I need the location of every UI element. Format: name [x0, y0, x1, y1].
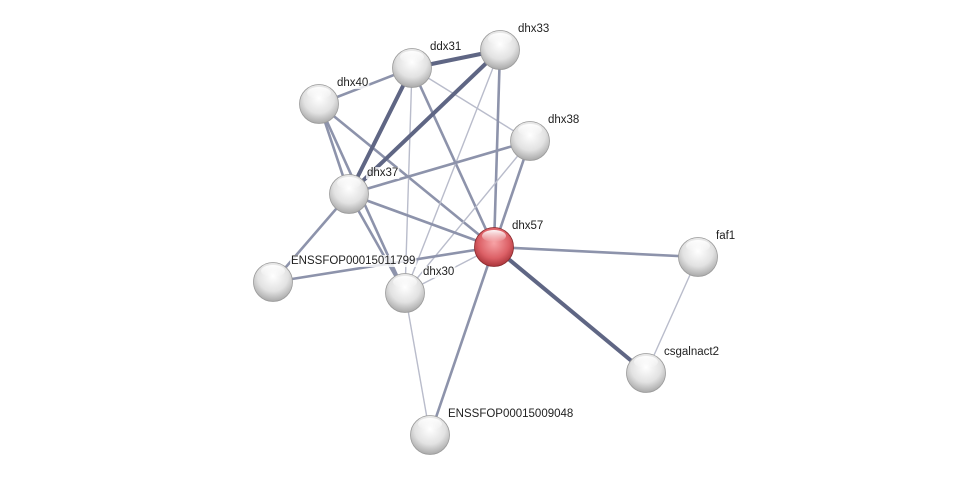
edge-dhx30-ENSSFOP00015009048[interactable]: [404, 292, 431, 436]
node-label: dhx57: [512, 220, 543, 232]
node-highlight: [482, 230, 506, 242]
node-label: dhx38: [548, 114, 579, 126]
node-label-background: [715, 230, 737, 242]
node-highlight: [261, 265, 285, 277]
node-label: ENSSFOP00015011799: [291, 255, 415, 267]
node-label: dhx30: [423, 266, 454, 278]
edge-ddx31-dhx38[interactable]: [411, 67, 531, 142]
node-dhx30[interactable]: dhx30: [385, 266, 456, 313]
node-label: ddx31: [430, 41, 461, 53]
edge-dhx57-ENSSFOP00015009048[interactable]: [428, 246, 496, 436]
node-ENSSFOP00015011799[interactable]: ENSSFOP00015011799: [253, 255, 417, 302]
node-label-background: [447, 408, 575, 420]
node-label-background: [290, 255, 417, 267]
edge-faf1-csgalnact2[interactable]: [645, 256, 699, 374]
node-label-background: [547, 114, 581, 126]
node-label: dhx37: [367, 167, 398, 179]
node-label-background: [511, 220, 545, 232]
node-label-background: [517, 23, 551, 35]
node-dhx57[interactable]: dhx57: [474, 220, 545, 267]
node-label-background: [336, 77, 370, 89]
node-highlight: [400, 51, 424, 63]
node-label: dhx40: [337, 77, 368, 89]
node-faf1[interactable]: faf1: [678, 230, 737, 277]
edge-dhx38-dhx37[interactable]: [348, 139, 531, 196]
edge-dhx33-dhx30[interactable]: [404, 49, 501, 294]
node-label: ENSSFOP00015009048: [448, 408, 573, 420]
node-ddx31[interactable]: ddx31: [392, 41, 463, 88]
node-label: faf1: [716, 230, 735, 242]
node-label-background: [429, 41, 463, 53]
node-highlight: [337, 177, 361, 189]
node-dhx40[interactable]: dhx40: [299, 77, 370, 124]
node-highlight: [418, 418, 442, 430]
edge-dhx33-dhx57[interactable]: [492, 49, 502, 248]
node-label: csgalnact2: [664, 346, 719, 358]
node-highlight: [634, 356, 658, 368]
node-highlight: [307, 87, 331, 99]
node-label: dhx33: [518, 23, 549, 35]
edge-dhx37-dhx57[interactable]: [348, 192, 495, 249]
node-highlight: [518, 124, 542, 136]
node-dhx37[interactable]: dhx37: [329, 167, 400, 214]
node-dhx33[interactable]: dhx33: [480, 23, 551, 70]
node-label-background: [422, 266, 456, 278]
node-csgalnact2[interactable]: csgalnact2: [626, 346, 720, 393]
edge-dhx57-csgalnact2[interactable]: [492, 245, 648, 375]
edge-dhx57-faf1[interactable]: [493, 245, 699, 259]
node-label-background: [663, 346, 720, 358]
node-highlight: [393, 276, 417, 288]
node-highlight: [488, 33, 512, 45]
edge-ddx31-dhx57[interactable]: [410, 67, 496, 248]
node-dhx38[interactable]: dhx38: [510, 114, 581, 161]
edge-dhx40-dhx57[interactable]: [318, 102, 495, 249]
node-highlight: [686, 240, 710, 252]
edge-ddx31-dhx37[interactable]: [347, 67, 414, 195]
node-label-background: [366, 167, 400, 179]
node-ENSSFOP00015009048[interactable]: ENSSFOP00015009048: [410, 408, 575, 455]
